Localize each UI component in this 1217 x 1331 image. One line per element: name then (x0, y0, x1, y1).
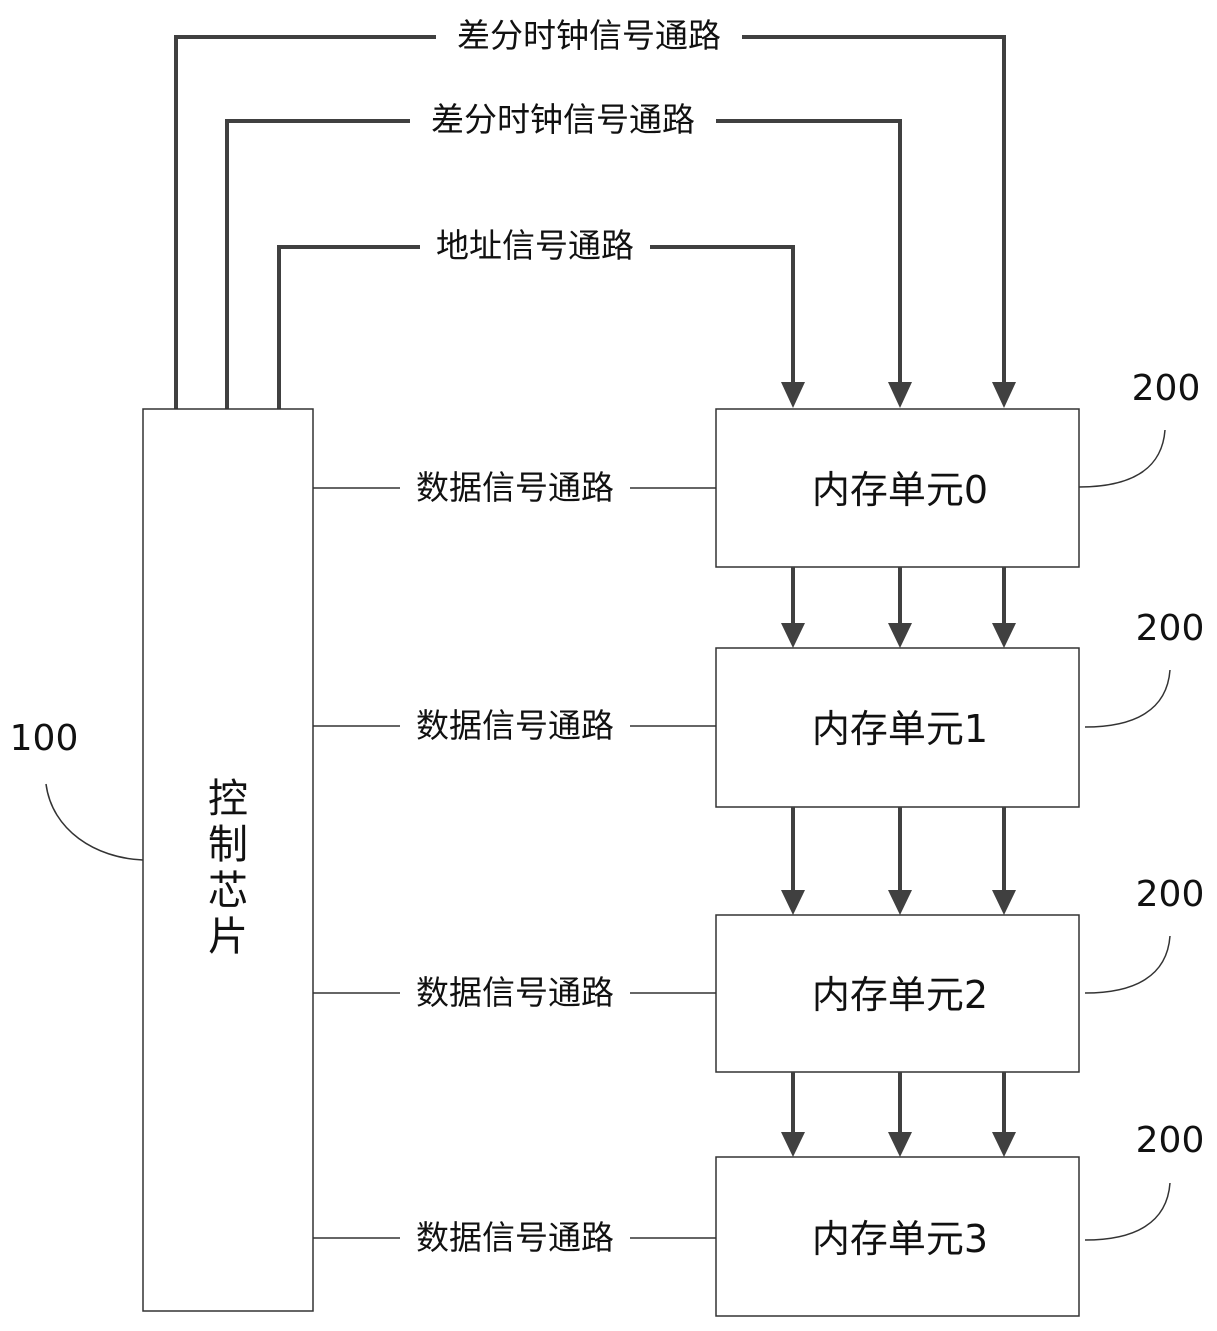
address-label-bg (420, 224, 650, 268)
memory-unit-0: 内存单元0 数据信号通路 200 (313, 368, 1201, 568)
memory-unit-2-ref: 200 (1136, 874, 1205, 915)
memory-unit-3-label: 内存单元3 (812, 1217, 988, 1261)
memory-unit-1-ref-leader (1084, 669, 1171, 728)
memory-unit-0-box (715, 408, 1080, 568)
data-path-2-label: 数据信号通路 (416, 973, 614, 1012)
data-path-3-label: 数据信号通路 (416, 1218, 614, 1257)
controller-chip-box (142, 408, 314, 1312)
diff-clock-label-2: 差分时钟信号通路 (431, 100, 695, 139)
memory-unit-1-box (715, 647, 1080, 808)
controller-ref-label: 100 (10, 718, 79, 759)
memory-unit-2: 内存单元2 数据信号通路 200 (313, 874, 1205, 1073)
data-path-1-label: 数据信号通路 (416, 706, 614, 745)
controller-ref-leader (45, 783, 144, 861)
bus-arrows-1-2 (781, 807, 1016, 915)
diff-clock-path-1 (174, 35, 1016, 410)
data-path-0-label: 数据信号通路 (416, 468, 614, 507)
address-path (277, 245, 805, 410)
memory-unit-3-box (715, 1156, 1080, 1317)
memory-unit-2-box (715, 914, 1080, 1073)
memory-unit-1-label: 内存单元1 (812, 707, 988, 751)
memory-unit-0-label: 内存单元0 (812, 468, 988, 512)
diff-clock-label-bg-1 (436, 14, 742, 58)
diff-clock-label-bg-2 (410, 98, 716, 142)
bus-arrows-0-1 (781, 567, 1016, 648)
controller-chip-char-2: 芯 (208, 868, 248, 914)
memory-unit-2-ref-leader (1084, 935, 1171, 994)
controller-chip-char-0: 控 (208, 776, 248, 822)
memory-unit-0-ref: 200 (1132, 368, 1201, 409)
memory-unit-1-ref: 200 (1136, 608, 1205, 649)
memory-unit-0-ref-leader (1078, 429, 1166, 488)
controller-chip-char-3: 片 (208, 914, 248, 960)
diff-clock-label-1: 差分时钟信号通路 (457, 16, 721, 55)
memory-unit-3-ref-leader (1084, 1182, 1171, 1241)
memory-unit-2-label: 内存单元2 (812, 973, 988, 1017)
address-label: 地址信号通路 (436, 226, 634, 265)
memory-unit-3: 内存单元3 数据信号通路 200 (313, 1120, 1205, 1317)
bus-arrows-2-3 (781, 1072, 1016, 1157)
memory-unit-1: 内存单元1 数据信号通路 200 (313, 608, 1205, 808)
memory-unit-3-ref: 200 (1136, 1120, 1205, 1161)
controller-chip-char-1: 制 (208, 822, 248, 868)
